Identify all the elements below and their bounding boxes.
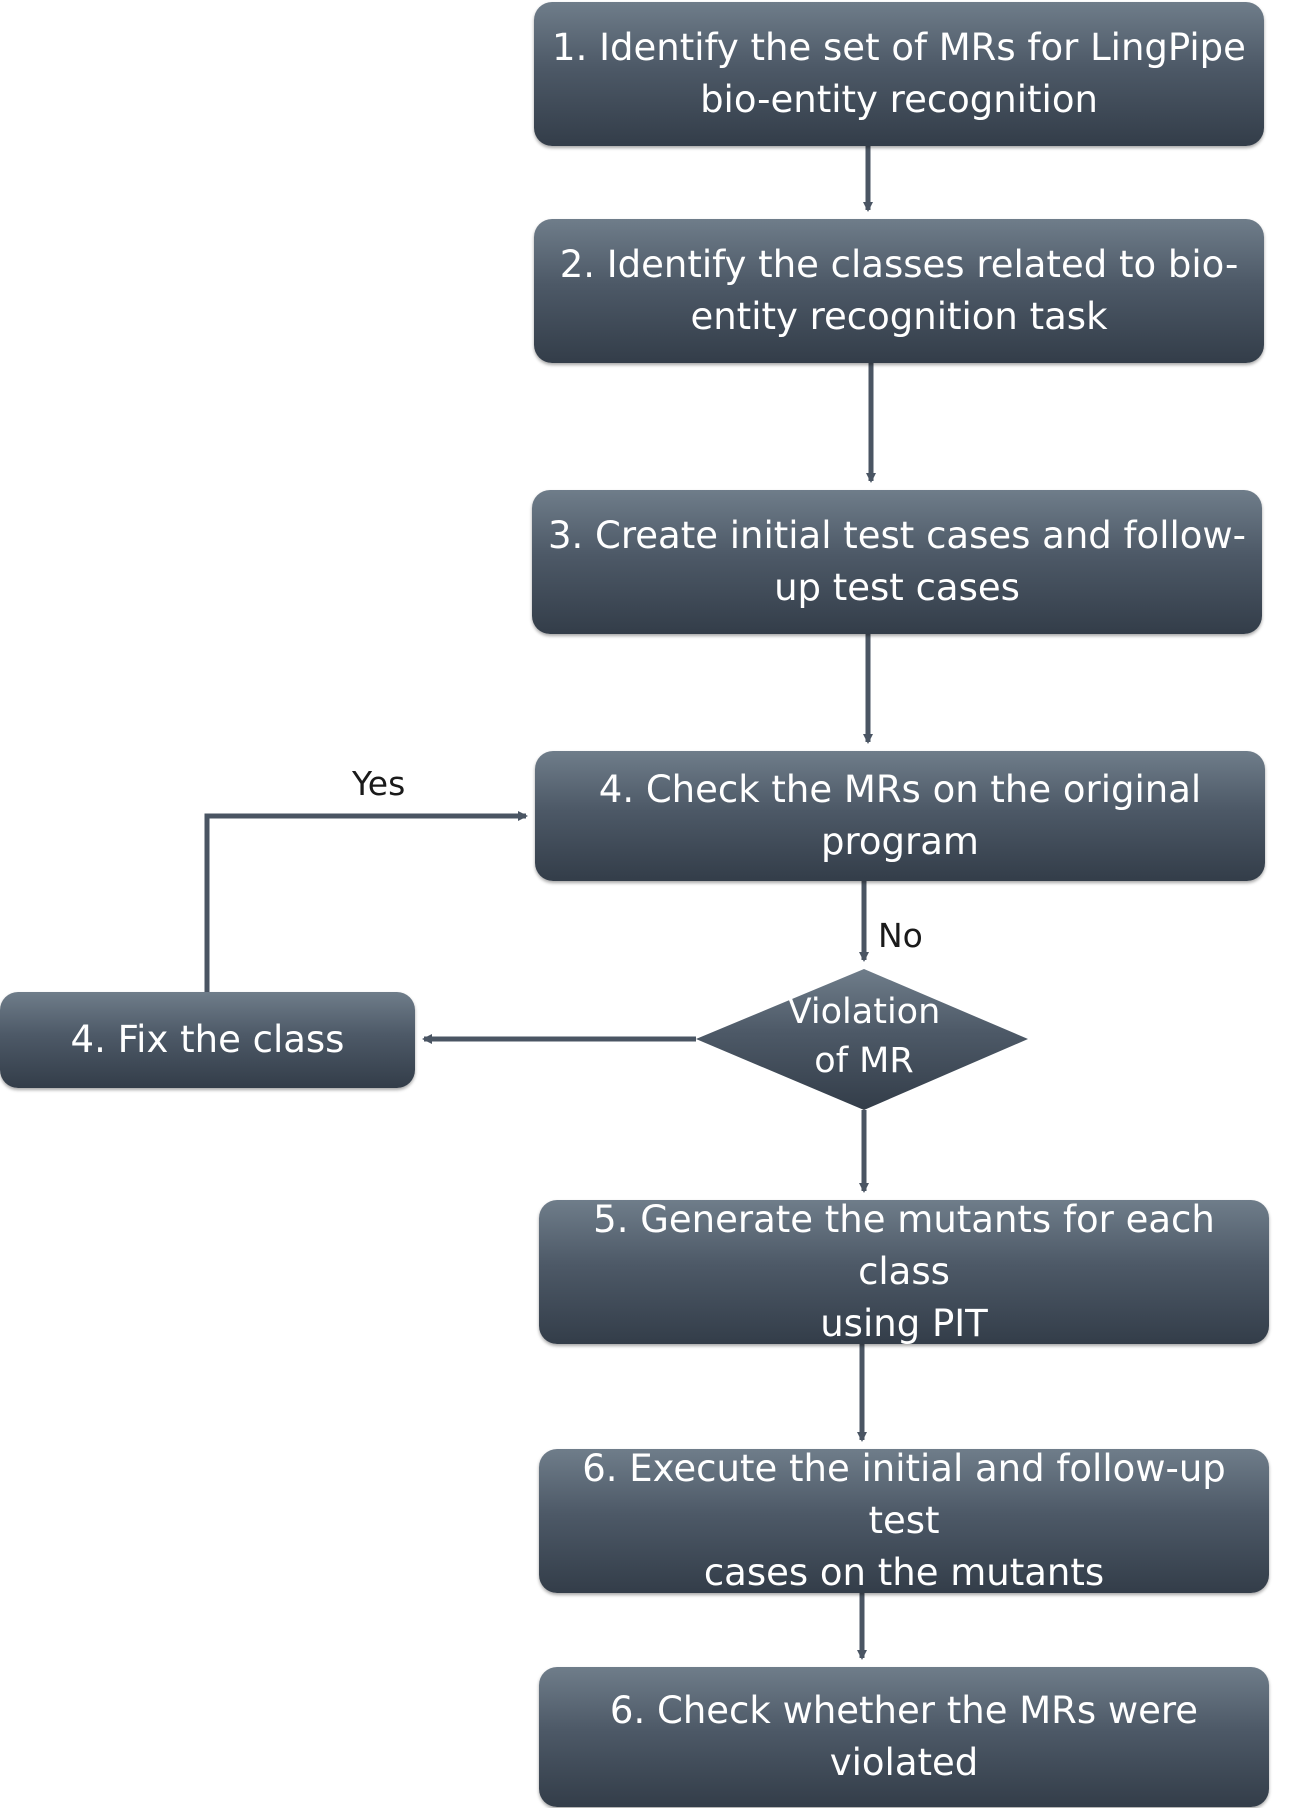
decision-line-1: Violation [787, 992, 941, 1032]
step-4-line-2: program [821, 820, 979, 863]
step-4-check-mrs: 4. Check the MRs on the original program [535, 751, 1265, 881]
edge-label-no: No [878, 916, 923, 955]
step-3-line-2: up test cases [774, 566, 1020, 609]
step-5-line-1: 5. Generate the mutants for each class [593, 1198, 1215, 1293]
fix-class-line-1: 4. Fix the class [70, 1018, 345, 1061]
step-3-line-1: 3. Create initial test cases and follow- [547, 514, 1247, 557]
step-2-identify-classes: 2. Identify the classes related to bio-e… [534, 219, 1264, 363]
step-6b-line-1: 6. Check whether the MRs were [609, 1689, 1199, 1732]
step-6-execute-tests: 6. Execute the initial and follow-up tes… [539, 1447, 1269, 1594]
step-4-fix-class: 4. Fix the class [0, 992, 415, 1088]
step-5-generate-mutants: 5. Generate the mutants for each class us… [539, 1198, 1269, 1345]
step-5-line-2: using PIT [820, 1302, 988, 1345]
decision-label: Violation of MR [729, 988, 999, 1086]
step-2-line-2: entity recognition task [690, 295, 1108, 338]
step-1-line-1: 1. Identify the set of MRs for LingPipe [552, 26, 1246, 69]
step-6-check-violated: 6. Check whether the MRs were violated [539, 1667, 1269, 1807]
step-4-line-1: 4. Check the MRs on the original [598, 768, 1202, 811]
step-6-line-1: 6. Execute the initial and follow-up tes… [582, 1447, 1226, 1542]
decision-line-2: of MR [814, 1041, 914, 1081]
arrow-fix-to-check [204, 811, 528, 992]
decision-diamond [696, 969, 1028, 1110]
step-3-create-test-cases: 3. Create initial test cases and follow-… [532, 490, 1262, 634]
step-2-line-1: 2. Identify the classes related to bio- [559, 243, 1239, 286]
step-1-identify-mrs: 1. Identify the set of MRs for LingPipe b… [534, 2, 1264, 146]
step-6-line-2: cases on the mutants [703, 1551, 1105, 1594]
step-1-line-2: bio-entity recognition [700, 78, 1098, 121]
edge-label-yes: Yes [352, 764, 406, 803]
step-6b-line-2: violated [829, 1741, 979, 1784]
